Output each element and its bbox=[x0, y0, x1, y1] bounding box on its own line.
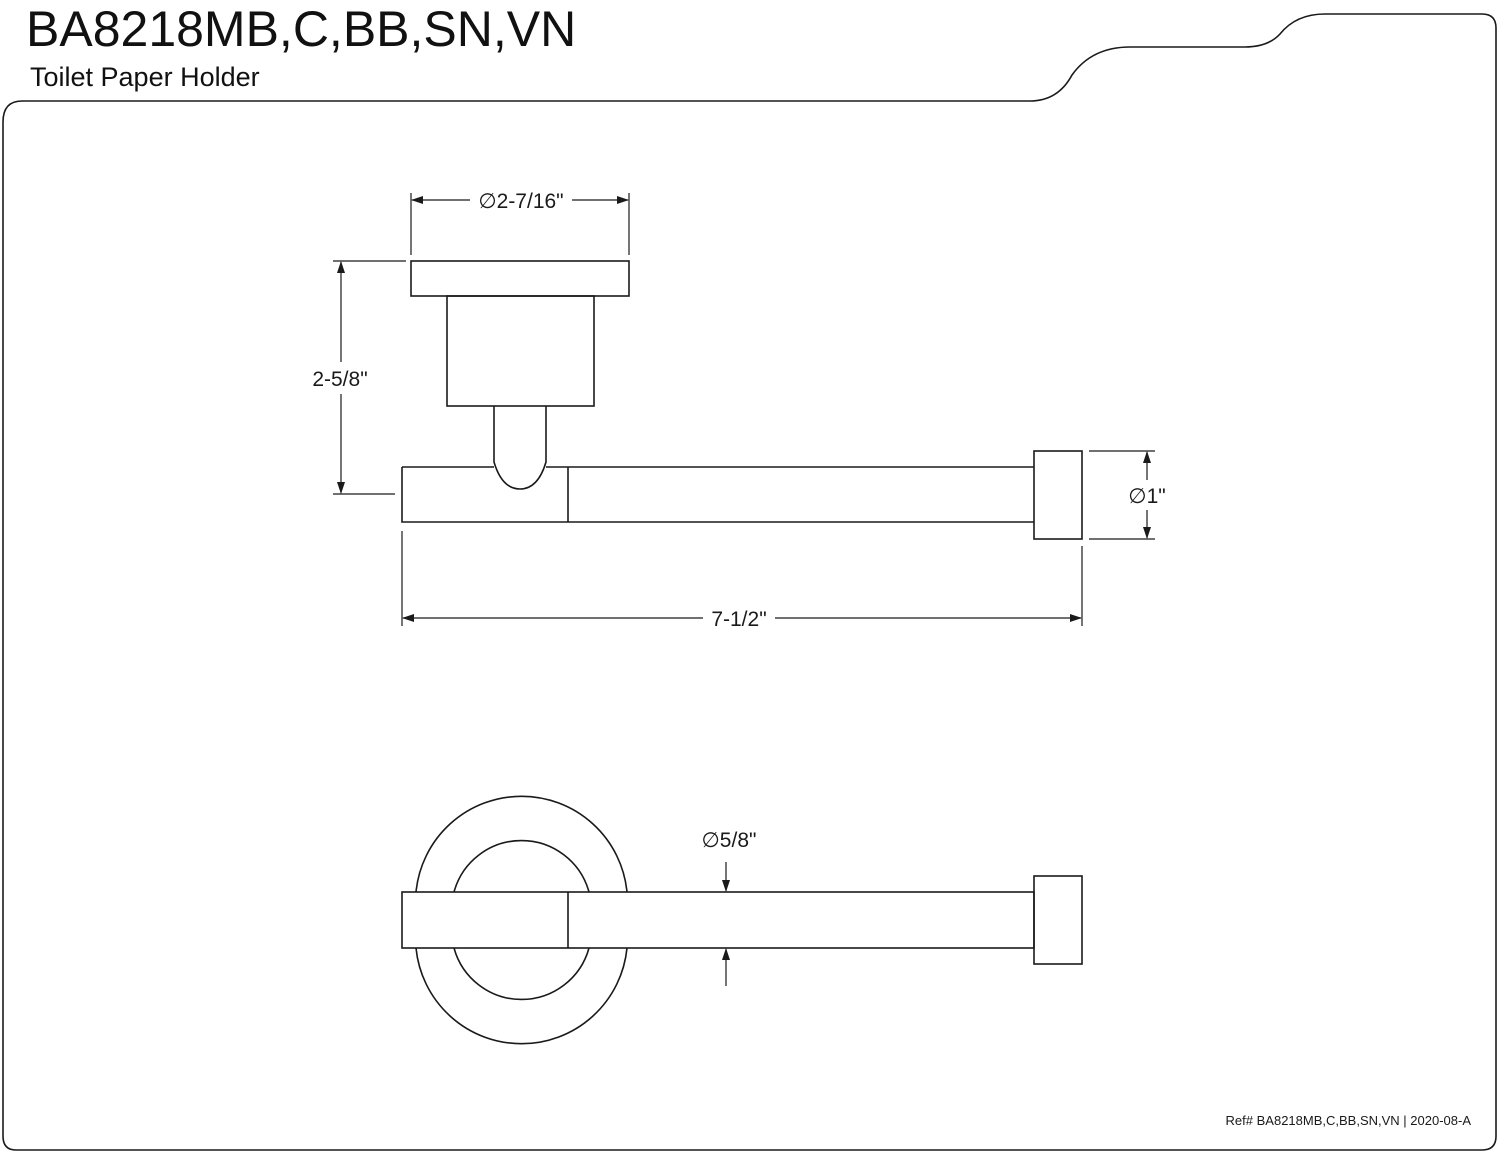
dimension-overall-length: 7-1/2" bbox=[401, 531, 1083, 631]
inner-base-lower-arc bbox=[453, 947, 590, 1001]
dimension-projection: 2-5/8" bbox=[312, 260, 406, 495]
projection-label: 2-5/8" bbox=[312, 368, 367, 391]
post bbox=[493, 406, 547, 490]
arm bbox=[401, 466, 1034, 523]
outer-flange-upper-arc bbox=[415, 795, 628, 893]
end-cap-top bbox=[1033, 875, 1083, 965]
mounting-flange bbox=[410, 260, 630, 297]
inner-base-upper-arc bbox=[453, 839, 590, 893]
dimension-flange-diameter: ∅2-7/16" bbox=[410, 190, 630, 255]
outer-flange-lower-arc bbox=[415, 947, 628, 1045]
dimension-end-cap-diameter: ∅1" bbox=[1089, 450, 1166, 540]
page-border bbox=[2, 13, 1497, 1151]
mounting-base bbox=[446, 295, 595, 407]
flange-diameter-label: ∅2-7/16" bbox=[478, 190, 563, 213]
side-view bbox=[401, 260, 1083, 540]
end-cap-diameter-label: ∅1" bbox=[1128, 485, 1165, 508]
end-cap bbox=[1033, 450, 1083, 540]
model-title: BA8218MB,C,BB,SN,VN bbox=[26, 1, 576, 57]
dimension-rod-diameter: ∅5/8" bbox=[702, 829, 757, 986]
top-view bbox=[401, 795, 1083, 1045]
reference-note: Ref# BA8218MB,C,BB,SN,VN | 2020-08-A bbox=[1226, 1113, 1472, 1128]
product-subtitle: Toilet Paper Holder bbox=[30, 62, 260, 92]
rod-diameter-label: ∅5/8" bbox=[702, 829, 757, 852]
overall-length-label: 7-1/2" bbox=[711, 608, 766, 631]
arm-top bbox=[401, 891, 1035, 949]
